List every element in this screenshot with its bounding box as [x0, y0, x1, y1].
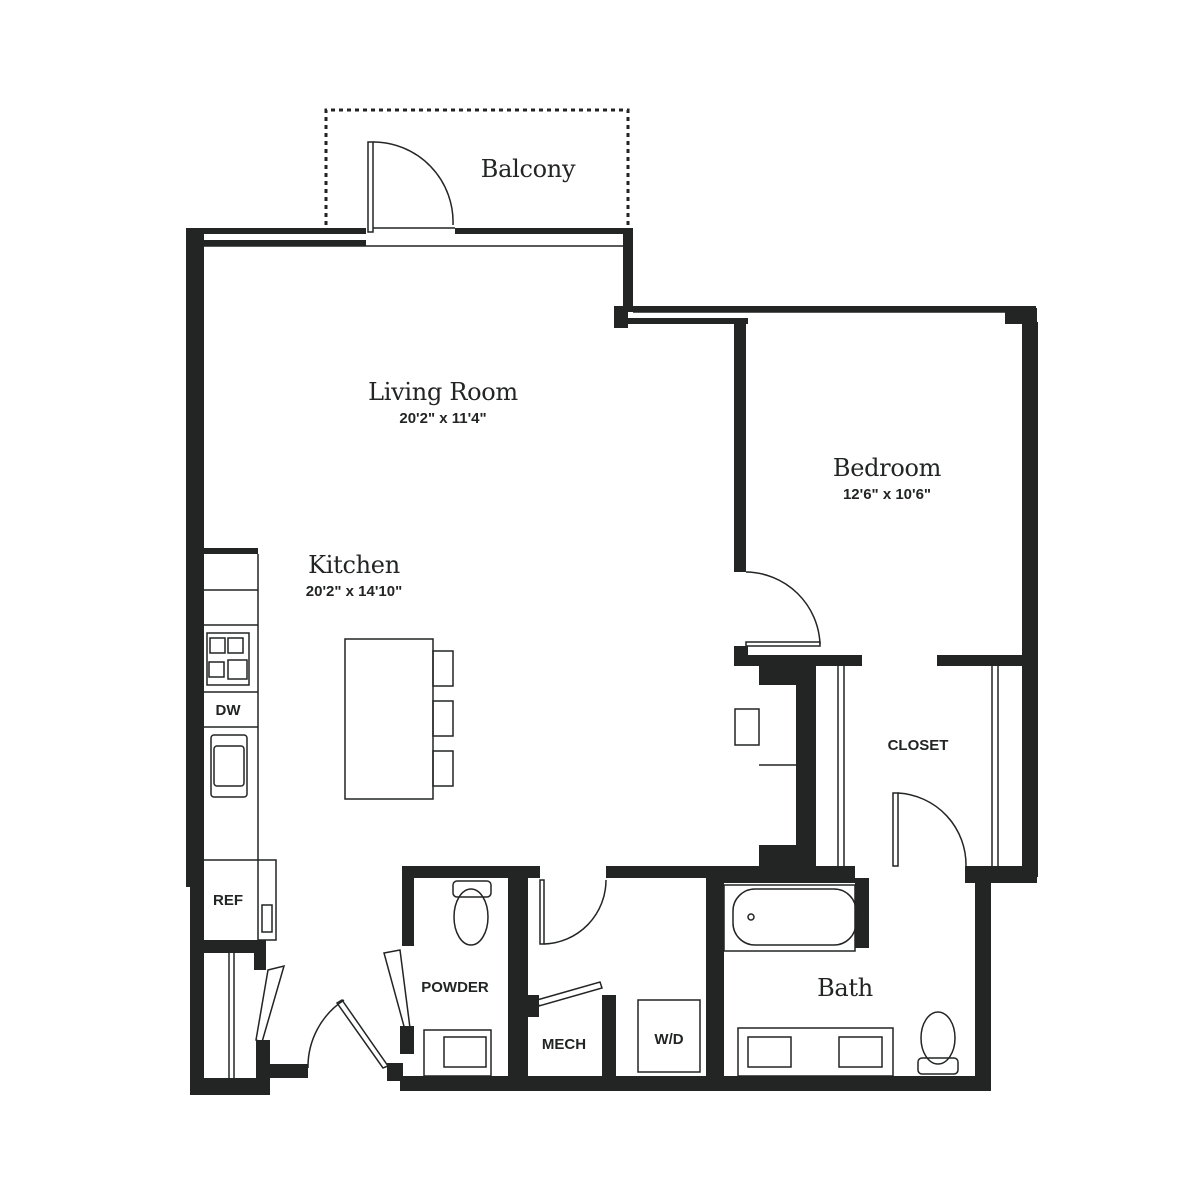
- room-dimensions-bedroom: 12'6" x 10'6": [842, 486, 932, 503]
- room-label-closet: CLOSET: [887, 737, 949, 754]
- appliance-label-refrigerator: REF: [213, 892, 243, 909]
- room-dimensions-kitchen: 20'2" x 14'10": [305, 583, 403, 600]
- room-dimensions-living-room: 20'2" x 11'4": [399, 410, 487, 427]
- room-label-bedroom: Bedroom: [832, 454, 942, 482]
- room-label-living-room: Living Room: [368, 378, 518, 406]
- room-label-powder: POWDER: [421, 979, 489, 996]
- room-living-room: Living Room 20'2" x 11'4": [368, 378, 518, 427]
- room-label-balcony: Balcony: [480, 155, 576, 183]
- room-label-kitchen: Kitchen: [308, 551, 400, 579]
- room-bedroom: Bedroom 12'6" x 10'6": [832, 454, 942, 503]
- room-label-mech: MECH: [541, 1036, 587, 1053]
- walls: [186, 228, 1038, 1095]
- room-kitchen: Kitchen 20'2" x 14'10": [306, 551, 402, 600]
- fixtures: [204, 108, 1005, 1078]
- appliance-label-washer-dryer: W/D: [654, 1031, 684, 1048]
- room-label-bath: Bath: [817, 974, 873, 1002]
- appliance-label-dishwasher: DW: [215, 702, 241, 719]
